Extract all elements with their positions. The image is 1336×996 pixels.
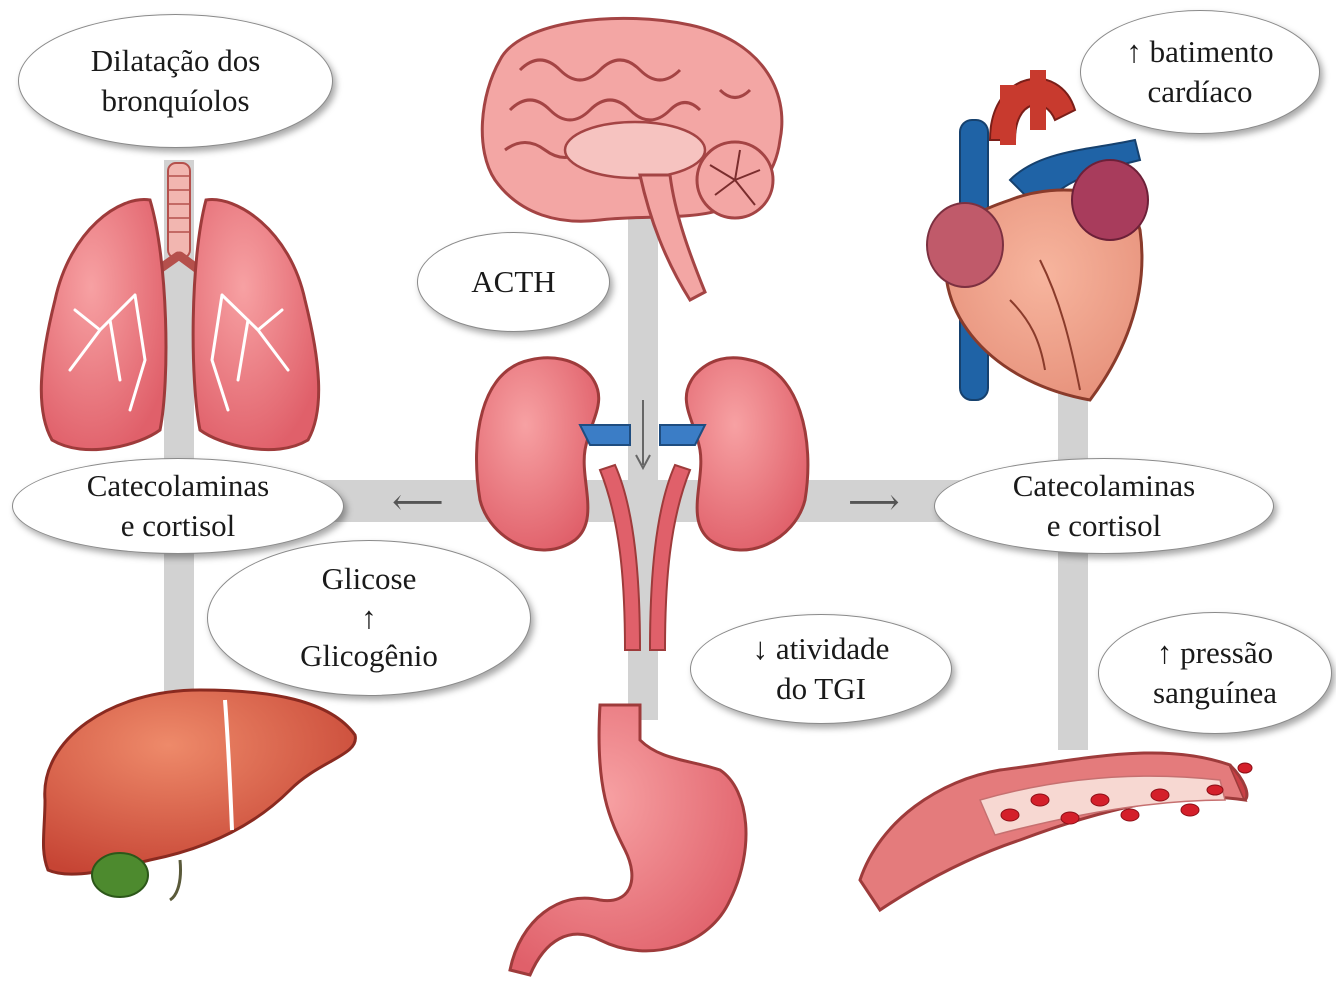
- glucose-line-3: Glicogênio: [300, 637, 438, 676]
- glucose-line-1: Glicose: [322, 560, 417, 599]
- blood-vessel-icon: [860, 753, 1252, 910]
- stomach-icon: [510, 705, 746, 975]
- catecholamines-cortisol-left-label: Catecolaminas e cortisol: [12, 458, 344, 554]
- blood-pressure-label: ↑ pressão sanguínea: [1098, 612, 1332, 734]
- acth-text: ACTH: [471, 262, 555, 302]
- pressure-line-1: ↑ pressão: [1157, 633, 1273, 673]
- heart-rate-line-1: ↑ batimento: [1126, 32, 1273, 72]
- glucose-up-arrow-icon: ↑: [361, 599, 377, 638]
- liver-icon: [43, 690, 355, 900]
- bronchi-dilation-label: Dilatação dos bronquíolos: [18, 14, 333, 148]
- heart-rate-line-2: cardíaco: [1148, 72, 1253, 112]
- cat-left-line-2: e cortisol: [121, 506, 236, 546]
- cat-left-line-1: Catecolaminas: [87, 466, 270, 506]
- pressure-line-2: sanguínea: [1153, 673, 1277, 713]
- bronchi-line-2: bronquíolos: [101, 81, 249, 121]
- gi-activity-label: ↓ atividade do TGI: [690, 614, 952, 724]
- acth-label: ACTH: [417, 232, 610, 332]
- bronchi-line-1: Dilatação dos: [91, 41, 261, 81]
- heart-icon: [927, 70, 1148, 400]
- heart-rate-label: ↑ batimento cardíaco: [1080, 10, 1320, 134]
- gi-line-2: do TGI: [776, 669, 866, 709]
- right-arrow-icon: ⟶: [848, 484, 900, 520]
- glucose-glycogen-label: Glicose ↑ Glicogênio: [207, 540, 531, 696]
- left-arrow-icon: ⟵: [392, 484, 444, 520]
- cat-right-line-1: Catecolaminas: [1013, 466, 1196, 506]
- gi-line-1: ↓ atividade: [753, 629, 890, 669]
- cat-right-line-2: e cortisol: [1047, 506, 1162, 546]
- catecholamines-cortisol-right-label: Catecolaminas e cortisol: [934, 458, 1274, 554]
